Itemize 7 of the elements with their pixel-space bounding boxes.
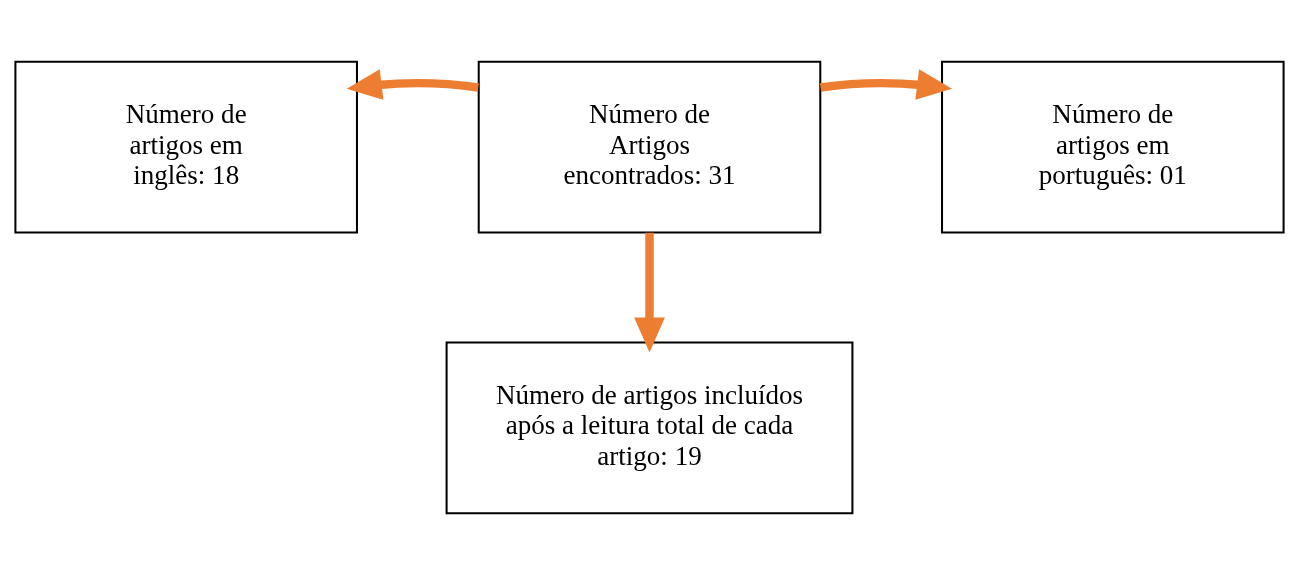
- arrow: [634, 232, 665, 353]
- node-box: Número de Artigos encontrados: 31: [477, 60, 822, 234]
- node-box: Número de artigos em inglês: 18: [14, 60, 358, 234]
- node-box: Número de artigos incluídos após a leitura total de cada artigo: 19: [445, 340, 854, 514]
- arrow: [346, 68, 479, 100]
- node-box: Número de artigos em português: 01: [941, 60, 1285, 234]
- arrow: [819, 68, 952, 100]
